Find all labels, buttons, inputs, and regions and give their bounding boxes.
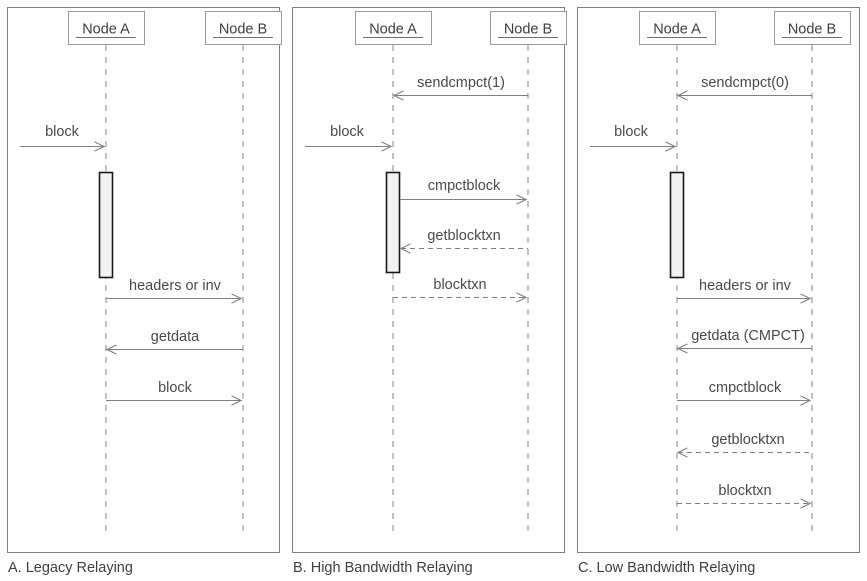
panel-a-activation-node-a — [98, 171, 114, 279]
panel-b-message-1-label: sendcmpct(1) — [417, 75, 505, 91]
panel-c-message-getblocktxn[interactable]: getblocktxn — [678, 432, 812, 453]
panel-a-message-headers-or-inv[interactable]: headers or inv — [106, 278, 241, 299]
panel-b-border — [292, 7, 565, 553]
panel-b: Node A Node B sendcmpct(1) block — [292, 7, 567, 576]
panel-c-message-block-in[interactable]: block — [590, 124, 675, 147]
panel-b-message-getblocktxn[interactable]: getblocktxn — [401, 228, 528, 249]
panel-c-message-getdata-cmpct[interactable]: getdata (CMPCT) — [678, 328, 812, 349]
panel-b-message-3-label: cmpctblock — [428, 178, 501, 194]
panel-c-node-b-label: Node B — [788, 21, 836, 37]
panel-c-message-1-label: sendcmpct(0) — [701, 75, 789, 91]
panel-a-caption: A. Legacy Relaying — [8, 560, 133, 576]
panel-b-activation-node-a — [385, 171, 401, 274]
panel-a-message-block-out[interactable]: block — [106, 380, 241, 401]
panel-c-message-5-label: cmpctblock — [709, 380, 782, 396]
panel-c-message-cmpctblock[interactable]: cmpctblock — [677, 380, 810, 401]
panel-a-border — [7, 7, 280, 553]
panel-c-node-a-label: Node A — [653, 21, 701, 37]
panel-a-message-block-in[interactable]: block — [20, 124, 104, 147]
panel-b-message-2-label: block — [330, 124, 365, 140]
panel-c-message-sendcmpct[interactable]: sendcmpct(0) — [678, 75, 812, 96]
panel-a-node-b-label: Node B — [219, 21, 267, 37]
panel-a-participant-node-b[interactable]: Node B — [205, 11, 282, 45]
panel-a-message-3-label: getdata — [151, 329, 200, 345]
panel-c-message-blocktxn[interactable]: blocktxn — [677, 483, 810, 504]
panel-a-message-1-label: block — [45, 124, 80, 140]
panel-b-message-sendcmpct[interactable]: sendcmpct(1) — [394, 75, 528, 96]
panel-b-message-5-label: blocktxn — [433, 277, 486, 293]
panel-b-message-4-label: getblocktxn — [427, 228, 500, 244]
panel-a-message-2-label: headers or inv — [129, 278, 222, 294]
panel-b-caption: B. High Bandwidth Relaying — [293, 560, 473, 576]
panel-b-node-b-label: Node B — [504, 21, 552, 37]
panel-b-message-block-in[interactable]: block — [305, 124, 391, 147]
panel-a-message-4-label: block — [158, 380, 193, 396]
panel-c-participant-node-a[interactable]: Node A — [639, 11, 716, 45]
panel-c-message-6-label: getblocktxn — [711, 432, 784, 448]
panel-c-message-7-label: blocktxn — [718, 483, 771, 499]
panel-c: Node A Node B sendcmpct(0) block — [577, 7, 860, 576]
panel-b-message-blocktxn[interactable]: blocktxn — [393, 277, 526, 298]
panel-c-message-4-label: getdata (CMPCT) — [691, 328, 805, 344]
panel-b-message-cmpctblock[interactable]: cmpctblock — [400, 178, 526, 200]
panel-a-node-a-label: Node A — [82, 21, 130, 37]
panel-b-participant-node-a[interactable]: Node A — [355, 11, 432, 45]
panel-a-participant-node-a[interactable]: Node A — [68, 11, 145, 45]
panel-c-participant-node-b[interactable]: Node B — [774, 11, 851, 45]
panel-b-participant-node-b[interactable]: Node B — [490, 11, 567, 45]
panel-c-message-headers-or-inv[interactable]: headers or inv — [677, 278, 810, 299]
panel-c-caption: C. Low Bandwidth Relaying — [578, 560, 755, 576]
panel-c-message-2-label: block — [614, 124, 649, 140]
panel-b-node-a-label: Node A — [369, 21, 417, 37]
panel-c-activation-node-a — [669, 171, 685, 279]
panel-a: Node A Node B block headers or inv — [7, 7, 282, 576]
panel-a-message-getdata[interactable]: getdata — [107, 329, 243, 350]
panel-c-message-3-label: headers or inv — [699, 278, 792, 294]
